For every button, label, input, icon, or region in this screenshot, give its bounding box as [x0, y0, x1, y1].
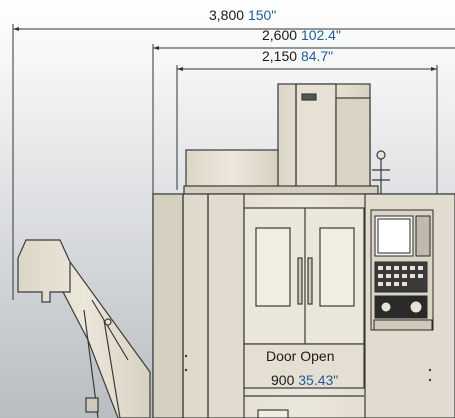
overall-width-label: 3,800 150" — [209, 7, 276, 23]
overall-width-metric: 3,800 — [209, 7, 245, 23]
cabinet-details — [184, 354, 432, 382]
door-open-dimension: 900 35.43" — [271, 372, 338, 388]
dimension-lines — [12, 24, 455, 372]
body-width-metric: 2,150 — [262, 48, 298, 64]
machine-width-imperial: 102.4" — [300, 27, 341, 43]
door-open-metric: 900 — [271, 372, 295, 388]
machine-width-metric: 2,600 — [262, 27, 298, 43]
door-open-label: Door Open — [266, 348, 334, 364]
spindle-housing — [183, 83, 390, 195]
body-width-label: 2,150 84.7" — [262, 48, 333, 64]
machine-width-label: 2,600 102.4" — [262, 27, 341, 43]
door-open-imperial: 35.43" — [298, 372, 339, 388]
door-open-text: Door Open — [266, 348, 335, 364]
control-panel — [370, 209, 434, 331]
chip-conveyor — [17, 239, 151, 418]
body-width-imperial: 84.7" — [300, 48, 334, 64]
overall-width-imperial: 150" — [247, 7, 277, 23]
front-doors — [243, 207, 365, 418]
